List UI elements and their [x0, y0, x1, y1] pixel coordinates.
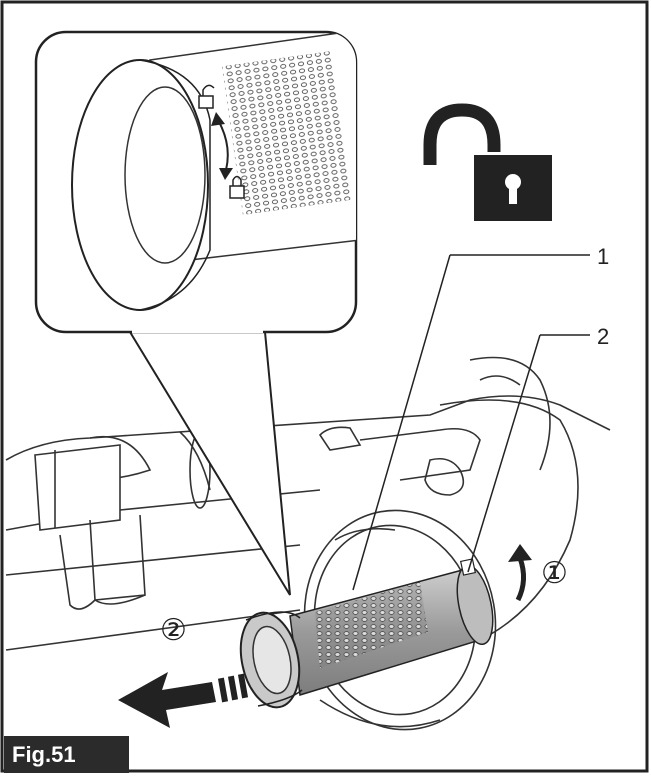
screen-tube [239, 558, 494, 709]
step-1-label: ① [541, 557, 568, 590]
lock-small-icon [229, 175, 245, 199]
figure-label: Fig.51 [4, 736, 129, 773]
unlock-icon [423, 103, 552, 221]
pull-arrow-icon [118, 672, 249, 728]
rotate-arrow-icon [508, 544, 532, 602]
unlock-small-icon [198, 84, 215, 109]
callout-1-leader [352, 254, 451, 591]
callout-1-label: 1 [597, 244, 609, 269]
callout-2-label: 2 [597, 324, 609, 349]
callout-2-leader [467, 334, 541, 573]
inset-bubble [34, 30, 358, 596]
step-2-label: ② [160, 614, 187, 647]
